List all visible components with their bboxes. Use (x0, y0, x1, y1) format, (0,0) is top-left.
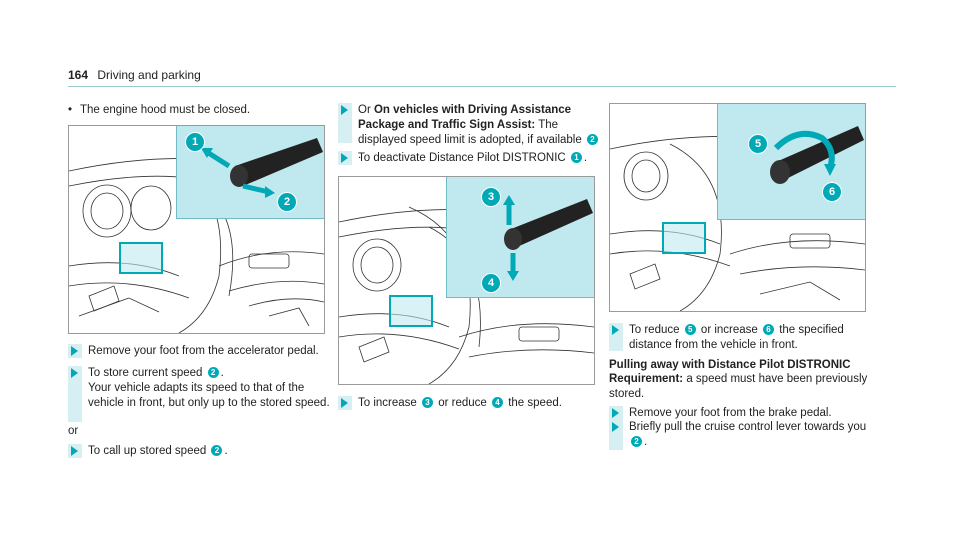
step-remove-foot-accelerator: Remove your foot from the accelerator pe… (68, 344, 330, 359)
ref-badge: 1 (570, 152, 582, 163)
step-arrow-icon (612, 408, 619, 418)
step-text: To reduce 5 or increase 6 the specified … (629, 324, 844, 351)
step-marker (68, 444, 82, 458)
lever-drawing (503, 195, 593, 281)
step-text: Remove your foot from the accelerator pe… (88, 345, 319, 357)
step-arrow-icon (612, 325, 619, 335)
ref-badge: 3 (422, 397, 434, 408)
figure-badge-3: 3 (481, 187, 501, 207)
step-store-speed: To store current speed 2. Your vehicle a… (68, 366, 330, 422)
step-marker (338, 151, 352, 165)
step-text: Briefly pull the cruise control lever to… (629, 421, 867, 448)
step-text: To increase 3 or reduce 4 the speed. (358, 397, 562, 409)
page-number: 164 (68, 68, 89, 82)
ref-badge: 5 (684, 324, 696, 335)
section-heading: Pulling away with Distance Pilot DISTRON… (609, 359, 851, 371)
step-remove-foot-brake: Remove your foot from the brake pedal. (609, 406, 879, 421)
lever-highlight-box (662, 222, 706, 254)
requirement-label: Requirement: (609, 373, 684, 385)
step-adjust-distance: To reduce 5 or increase 6 the specified … (609, 323, 879, 353)
ref-badge: 2 (211, 445, 223, 456)
section-title: Driving and parking (97, 68, 201, 82)
lever-drawing (201, 138, 323, 198)
ref-badge: 2 (631, 435, 642, 447)
step-text: Or On vehicles with Driving Assistance P… (358, 103, 600, 163)
bullet-item: • The engine hood must be closed. (68, 103, 328, 118)
bullet-dot: • (68, 104, 73, 116)
cockpit-drawing (339, 206, 594, 384)
figure-cockpit-1: 1 2 (68, 125, 325, 334)
figure-badge-5: 5 (748, 134, 768, 154)
step-marker (68, 366, 82, 422)
step-arrow-icon (341, 398, 348, 408)
figure-cockpit-3: 5 6 (609, 103, 866, 312)
figure-badge-6: 6 (822, 182, 842, 202)
page-header: 164 Driving and parking (68, 68, 201, 84)
step-text: To call up stored speed 2. (88, 445, 228, 457)
step-arrow-icon (71, 446, 78, 456)
requirement-text: a speed must have been previously stored… (609, 373, 868, 400)
lever-highlight-box (389, 295, 433, 327)
step-deactivate-distronic: To deactivate Distance Pilot DISTRONIC 1… (338, 151, 600, 166)
figure-badge-1: 1 (185, 132, 205, 152)
lever-inset: 5 6 (717, 104, 865, 220)
figure-badge-4: 4 (481, 273, 501, 293)
ref-badge: 2 (207, 367, 219, 378)
or-text: or (68, 425, 79, 437)
step-arrow-icon (341, 153, 348, 163)
step-text: Remove your foot from the brake pedal. (629, 407, 832, 419)
step-arrow-icon (341, 105, 348, 115)
step-traffic-sign-assist: Or On vehicles with Driving Assistance P… (338, 103, 600, 163)
step-marker (609, 406, 623, 420)
step-marker (68, 344, 82, 358)
step-call-up-speed: To call up stored speed 2. (68, 444, 330, 459)
step-pull-lever: Briefly pull the cruise control lever to… (609, 420, 879, 450)
step-marker (338, 103, 352, 143)
step-text: To store current speed 2. Your vehicle a… (88, 367, 330, 409)
lever-inset: 3 4 (446, 177, 594, 298)
lever-inset: 1 2 (176, 126, 324, 219)
lever-drawing (770, 126, 864, 184)
ref-badge: 2 (586, 133, 598, 145)
lever-highlight-box (119, 242, 163, 274)
step-arrow-icon (71, 346, 78, 356)
step-marker (338, 396, 352, 410)
step-arrow-icon (71, 368, 78, 378)
header-divider (68, 86, 896, 87)
ref-badge: 4 (492, 397, 504, 408)
step-marker (609, 420, 623, 450)
figure-badge-2: 2 (277, 192, 297, 212)
figure-cockpit-2: 3 4 (338, 176, 595, 385)
requirement-note: Requirement: a speed must have been prev… (609, 372, 871, 402)
ref-badge: 6 (763, 324, 775, 335)
step-increase-reduce-speed: To increase 3 or reduce 4 the speed. (338, 396, 600, 411)
step-arrow-icon (612, 422, 619, 432)
bullet-text: The engine hood must be closed. (80, 104, 251, 116)
step-marker (609, 323, 623, 351)
step-text: To deactivate Distance Pilot DISTRONIC 1… (358, 152, 588, 164)
